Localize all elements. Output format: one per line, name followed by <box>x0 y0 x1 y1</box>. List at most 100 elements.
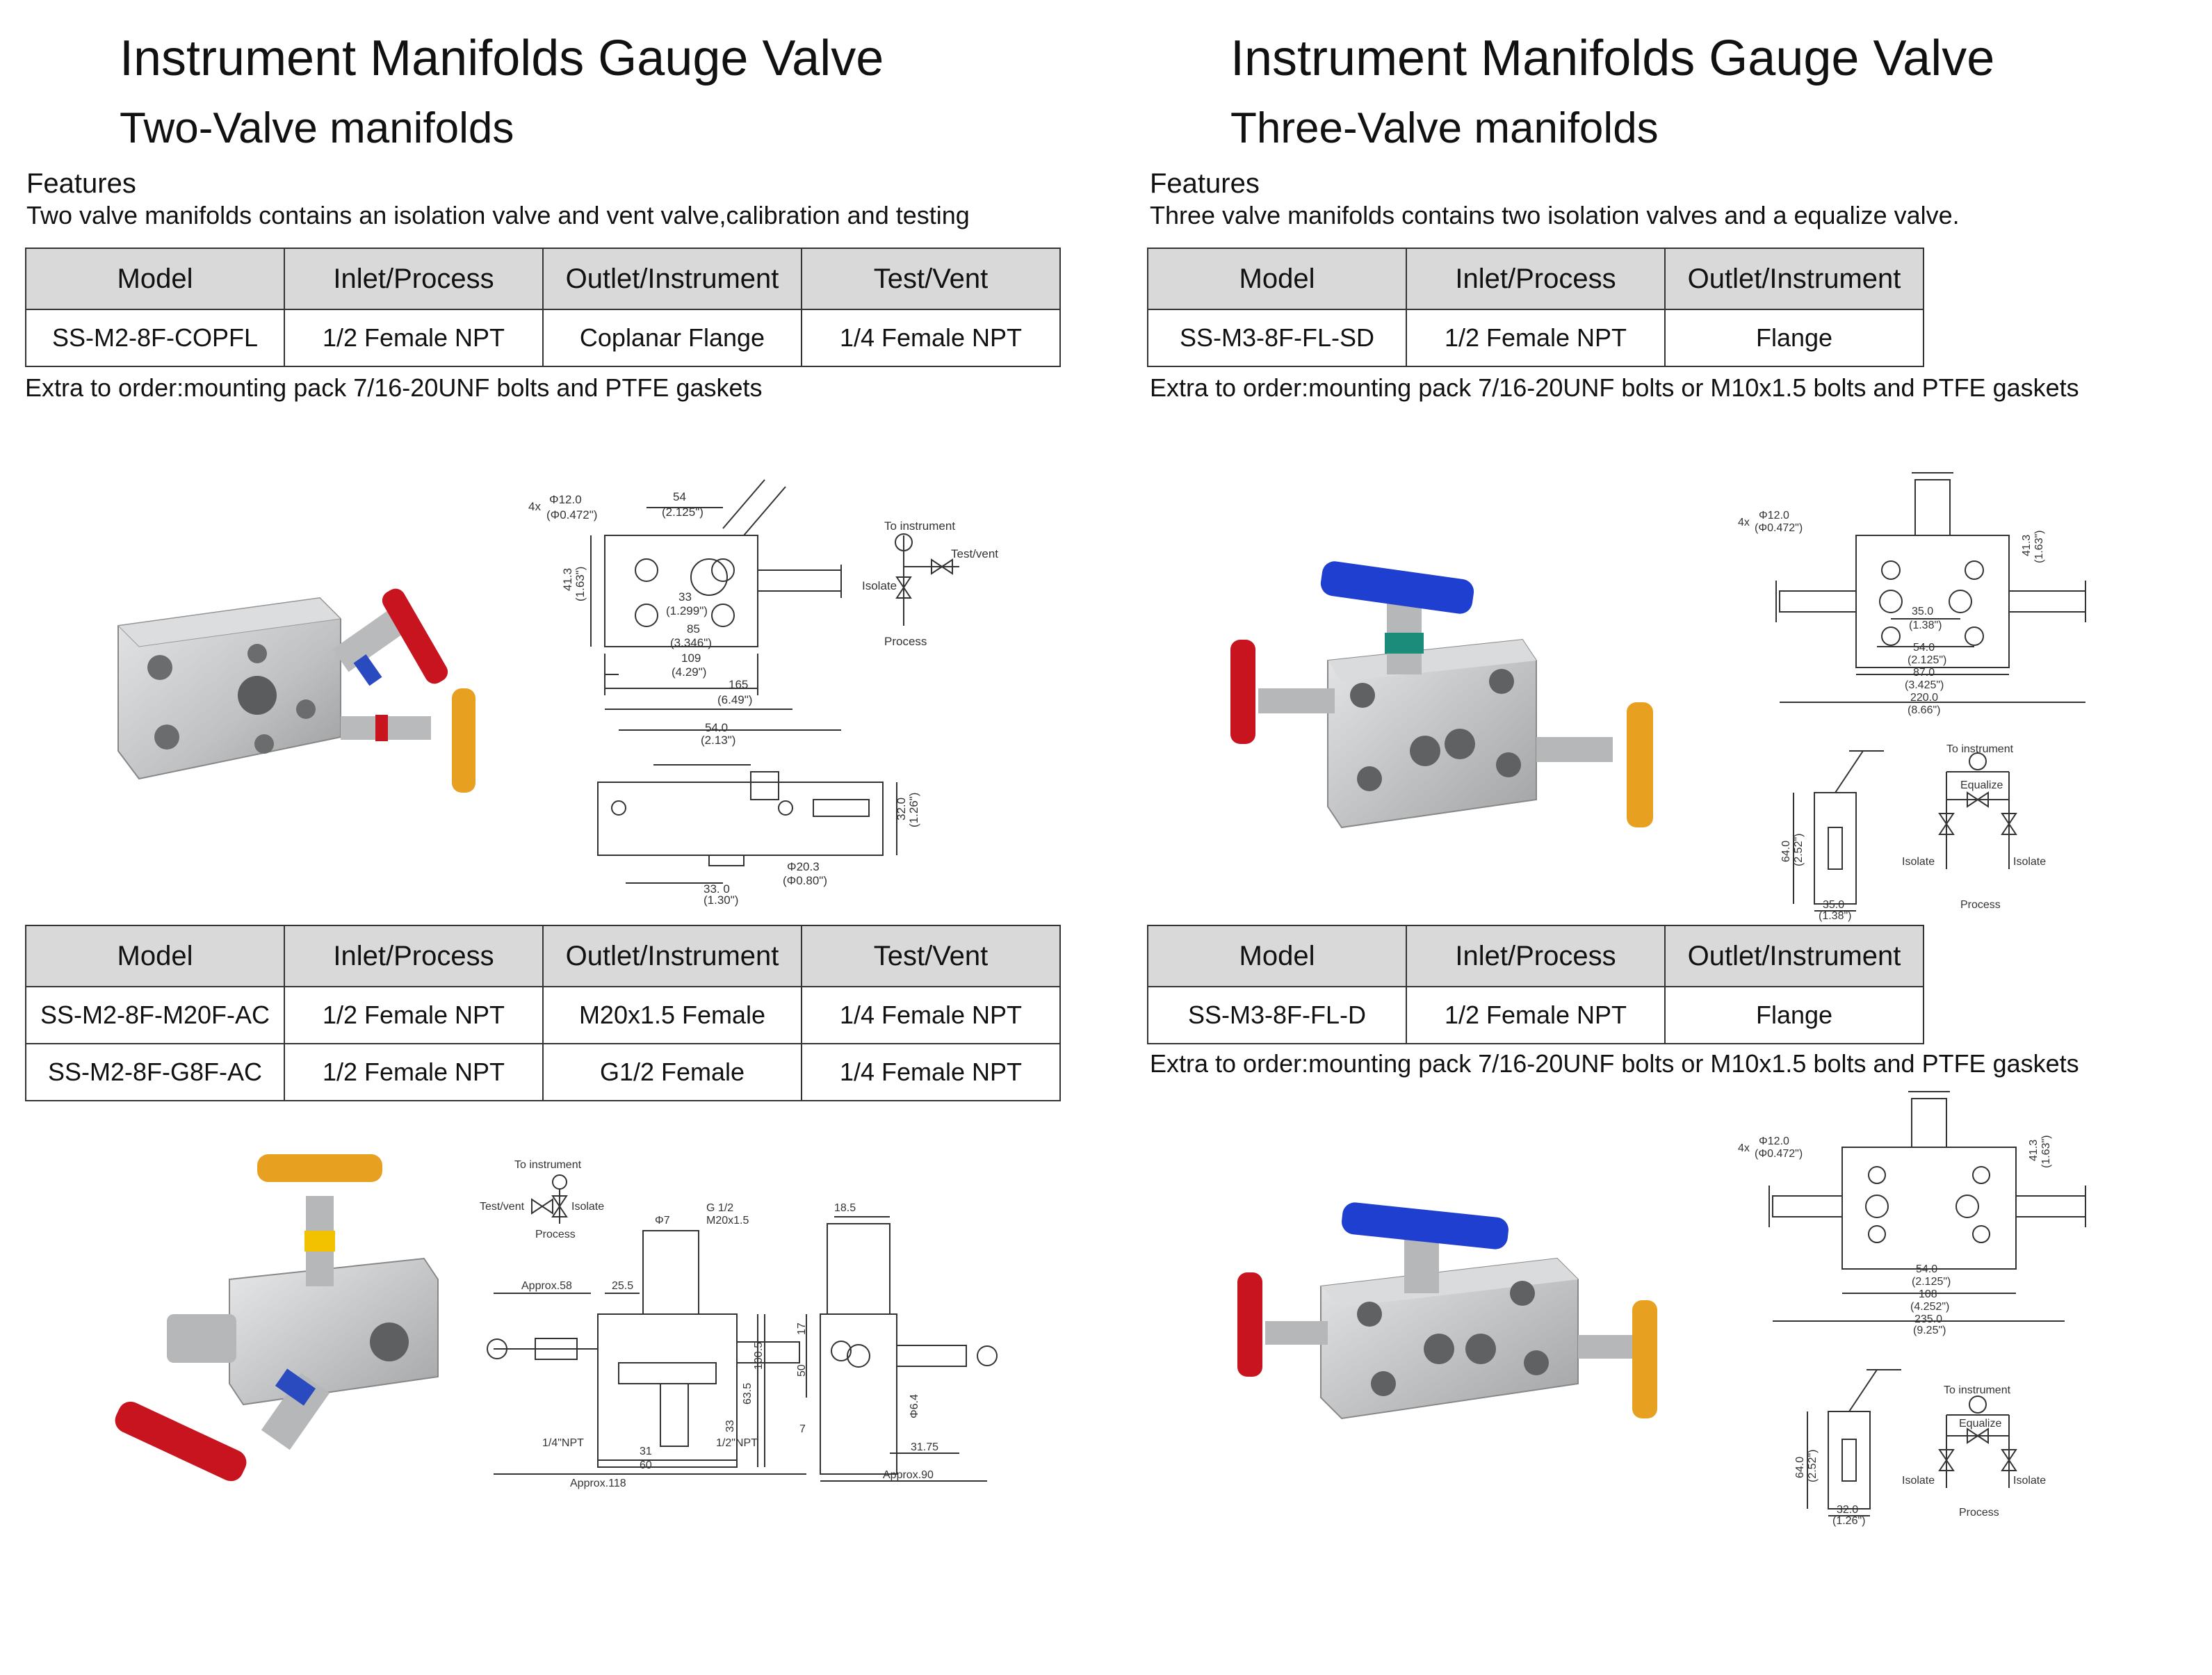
dim-label: (3.425") <box>1905 679 1944 691</box>
dim-label: 33. 0 <box>704 882 730 896</box>
dim-label: 32.0 <box>1837 1504 1858 1516</box>
dim-label: (1.299") <box>666 604 708 617</box>
table-cell: SS-M3-8F-FL-D <box>1147 986 1407 1044</box>
right-extra-note-2: Extra to order:mounting pack 7/16-20UNF … <box>1150 1049 2079 1078</box>
table-cell: 1/2 Female NPT <box>1406 986 1666 1044</box>
dim-label: 1/2"NPT <box>716 1437 758 1449</box>
dim-label: 87.0 <box>1913 667 1935 679</box>
three-valve-d-product-photo <box>1237 1202 1657 1420</box>
table-row: SS-M2-8F-COPFL 1/2 Female NPT Coplanar F… <box>25 309 1061 367</box>
dim-label: Approx.90 <box>883 1469 934 1481</box>
dim-label: (2.52") <box>1807 1450 1819 1482</box>
right-features-heading: Features <box>1150 168 1260 199</box>
dim-label: (1.38") <box>1909 620 1942 631</box>
dim-label: (1.26") <box>1832 1515 1865 1527</box>
dim-label: M20x1.5 <box>706 1215 749 1227</box>
dim-label: 31 <box>640 1446 652 1457</box>
right-spec-table-1: Model Inlet/Process Outlet/Instrument SS… <box>1147 248 1924 367</box>
schematic-label: To instrument <box>514 1159 582 1171</box>
table-header-cell: Inlet/Process <box>284 925 544 987</box>
table-header-row: Model Inlet/Process Outlet/Instrument Te… <box>25 248 1061 310</box>
dim-label: Approx.58 <box>521 1280 572 1292</box>
dim-label: 4x <box>1738 1142 1750 1154</box>
schematic-label: Isolate <box>571 1201 604 1213</box>
table-cell: 1/2 Female NPT <box>1406 309 1666 367</box>
dim-label: (2.13") <box>701 734 735 747</box>
table-cell: Coplanar Flange <box>542 309 802 367</box>
table-header-cell: Test/Vent <box>801 925 1061 987</box>
dim-label: 41.3 <box>2028 1140 2040 1161</box>
schematic-label: To instrument <box>1946 743 2014 755</box>
dim-label: 25.5 <box>612 1280 633 1292</box>
schematic-label: To instrument <box>1944 1384 2011 1396</box>
dim-label: (1.63") <box>574 567 587 601</box>
table-cell: SS-M3-8F-FL-SD <box>1147 309 1407 367</box>
schematic-label: Isolate <box>1902 856 1935 868</box>
table-header-cell: Outlet/Instrument <box>1664 925 1924 987</box>
dim-label: (2.125") <box>1912 1276 1951 1288</box>
dim-label: 41.3 <box>2021 535 2033 556</box>
dim-label: 35.0 <box>1912 606 1933 617</box>
schematic-label: Isolate <box>2013 856 2046 868</box>
schematic-label: Equalize <box>1959 1418 2001 1430</box>
schematic-label: Process <box>1960 899 2001 911</box>
three-valve-d-dimension-drawing: 4x Φ12.0 (Φ0.472") 41.3 (1.63") 54.0 (2.… <box>1738 1091 2086 1527</box>
dim-label: (4.252") <box>1910 1301 1949 1313</box>
dim-label: 17 <box>796 1322 808 1335</box>
dim-label: 64.0 <box>1794 1457 1806 1478</box>
dim-label: (1.63") <box>2033 531 2045 563</box>
table-header-cell: Model <box>25 925 285 987</box>
dim-label: (Φ0.472") <box>1755 1148 1803 1160</box>
dim-label: Φ12.0 <box>1759 510 1789 521</box>
dim-label: 32.0 <box>895 798 908 820</box>
table-cell: M20x1.5 Female <box>542 986 802 1044</box>
dim-label: 85 <box>687 622 700 636</box>
dim-label: (9.25") <box>1913 1325 1946 1336</box>
dim-label: Φ12.0 <box>1759 1135 1789 1147</box>
dim-label: (1.63") <box>2040 1135 2052 1168</box>
table-header-cell: Model <box>25 248 285 310</box>
dim-label: Φ7 <box>655 1215 670 1227</box>
dim-label: 165 <box>729 678 748 691</box>
table-header-row: Model Inlet/Process Outlet/Instrument <box>1147 248 1924 310</box>
left-spec-table-2: Model Inlet/Process Outlet/Instrument Te… <box>25 925 1061 1101</box>
schematic-label: Isolate <box>1902 1475 1935 1487</box>
schematic-label: Test/vent <box>951 547 998 560</box>
dim-label: 54 <box>673 490 686 503</box>
table-cell: Flange <box>1664 986 1924 1044</box>
table-header-cell: Outlet/Instrument <box>1664 248 1924 310</box>
schematic-label: To instrument <box>884 519 955 533</box>
three-valve-sd-dimension-drawing: 4x Φ12.0 (Φ0.472") 41.3 (1.63") 35.0 (1.… <box>1738 472 2086 922</box>
table-row: SS-M2-8F-M20F-AC 1/2 Female NPT M20x1.5 … <box>25 986 1061 1044</box>
table-row: SS-M3-8F-FL-D 1/2 Female NPT Flange <box>1147 986 1924 1044</box>
right-features-text: Three valve manifolds contains two isola… <box>1150 201 1960 229</box>
dim-label: 235.0 <box>1914 1313 1942 1325</box>
dim-label: (2.125") <box>662 505 704 519</box>
dim-label: (8.66") <box>1908 704 1940 716</box>
table-cell: 1/4 Female NPT <box>801 1043 1061 1101</box>
dim-label: 31.75 <box>911 1441 938 1453</box>
dim-label: 100.5 <box>753 1342 765 1370</box>
left-spec-table-1: Model Inlet/Process Outlet/Instrument Te… <box>25 248 1061 367</box>
dim-label: Approx.118 <box>570 1478 626 1489</box>
three-valve-sd-product-photo <box>1230 561 1653 829</box>
dim-label: 33 <box>724 1420 736 1432</box>
dim-label: 4x <box>1738 517 1750 528</box>
table-header-cell: Model <box>1147 248 1407 310</box>
dim-label: (1.26") <box>907 793 920 827</box>
right-title: Instrument Manifolds Gauge Valve <box>1230 31 1995 86</box>
dim-label: (6.49") <box>717 693 752 706</box>
dim-label: 1/4"NPT <box>542 1437 584 1449</box>
table-header-cell: Outlet/Instrument <box>542 248 802 310</box>
left-subtitle: Two-Valve manifolds <box>120 104 514 152</box>
left-title: Instrument Manifolds Gauge Valve <box>120 31 884 86</box>
schematic-label: Isolate <box>862 579 897 592</box>
dim-label: 108 <box>1919 1288 1937 1300</box>
dim-label: G 1/2 <box>706 1202 733 1214</box>
dim-label: (Φ0.472") <box>546 508 597 521</box>
dim-label: 63.5 <box>742 1383 754 1405</box>
dim-label: 50 <box>796 1364 808 1377</box>
dim-label: (Φ0.80") <box>783 874 827 887</box>
schematic-label: Process <box>535 1229 576 1240</box>
dim-label: Φ20.3 <box>787 860 820 873</box>
